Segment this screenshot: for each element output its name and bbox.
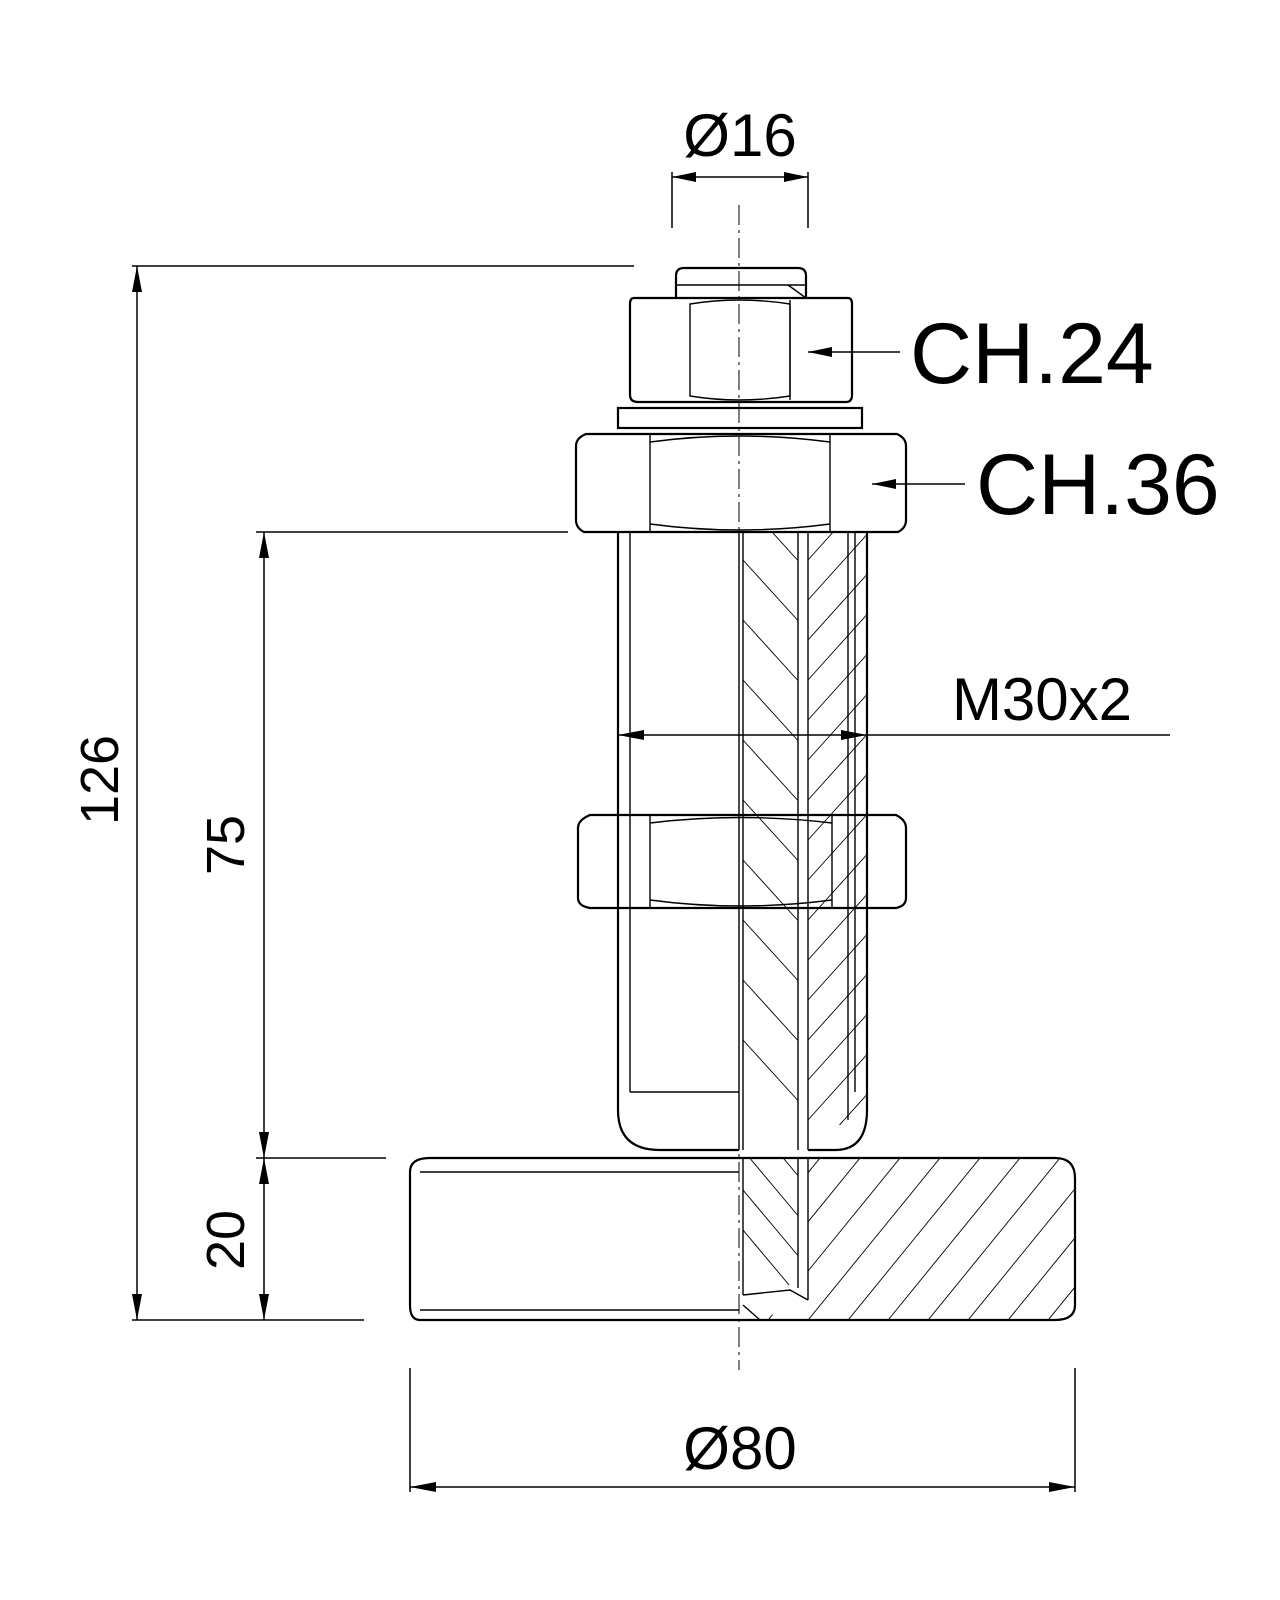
base-inner-hatching <box>743 1158 798 1285</box>
dim-thread-tip-label: Ø16 <box>683 102 796 169</box>
dim-base-dia: Ø80 <box>409 1368 1076 1492</box>
thread-label: M30x2 <box>952 666 1132 733</box>
large-nut-label: CH.36 <box>976 437 1220 533</box>
threaded-shaft <box>616 532 869 1152</box>
small-nut-label: CH.24 <box>910 306 1154 402</box>
total-height-label: 126 <box>70 735 130 825</box>
washer <box>616 406 864 430</box>
dim-thread-tip: Ø16 <box>671 102 809 228</box>
leader-small-nut: CH.24 <box>808 306 1154 402</box>
dim-base-height: 20 <box>196 1158 269 1320</box>
base-height-label: 20 <box>196 1210 256 1270</box>
base-disc <box>408 1156 1077 1322</box>
shaft-hatching-right <box>808 532 867 1125</box>
lock-nut <box>576 813 908 910</box>
thread-length-label: 75 <box>196 815 256 875</box>
small-nut <box>628 296 854 404</box>
dim-thread-length: 75 <box>196 531 568 1159</box>
base-dia-label: Ø80 <box>683 1415 796 1482</box>
shaft-hatching <box>743 532 798 1102</box>
thread-stub <box>674 266 808 299</box>
dim-thread: M30x2 <box>618 666 1170 740</box>
leader-large-nut: CH.36 <box>872 437 1220 533</box>
dim-total-height: 126 <box>70 265 634 1321</box>
large-nut-top <box>574 432 908 534</box>
